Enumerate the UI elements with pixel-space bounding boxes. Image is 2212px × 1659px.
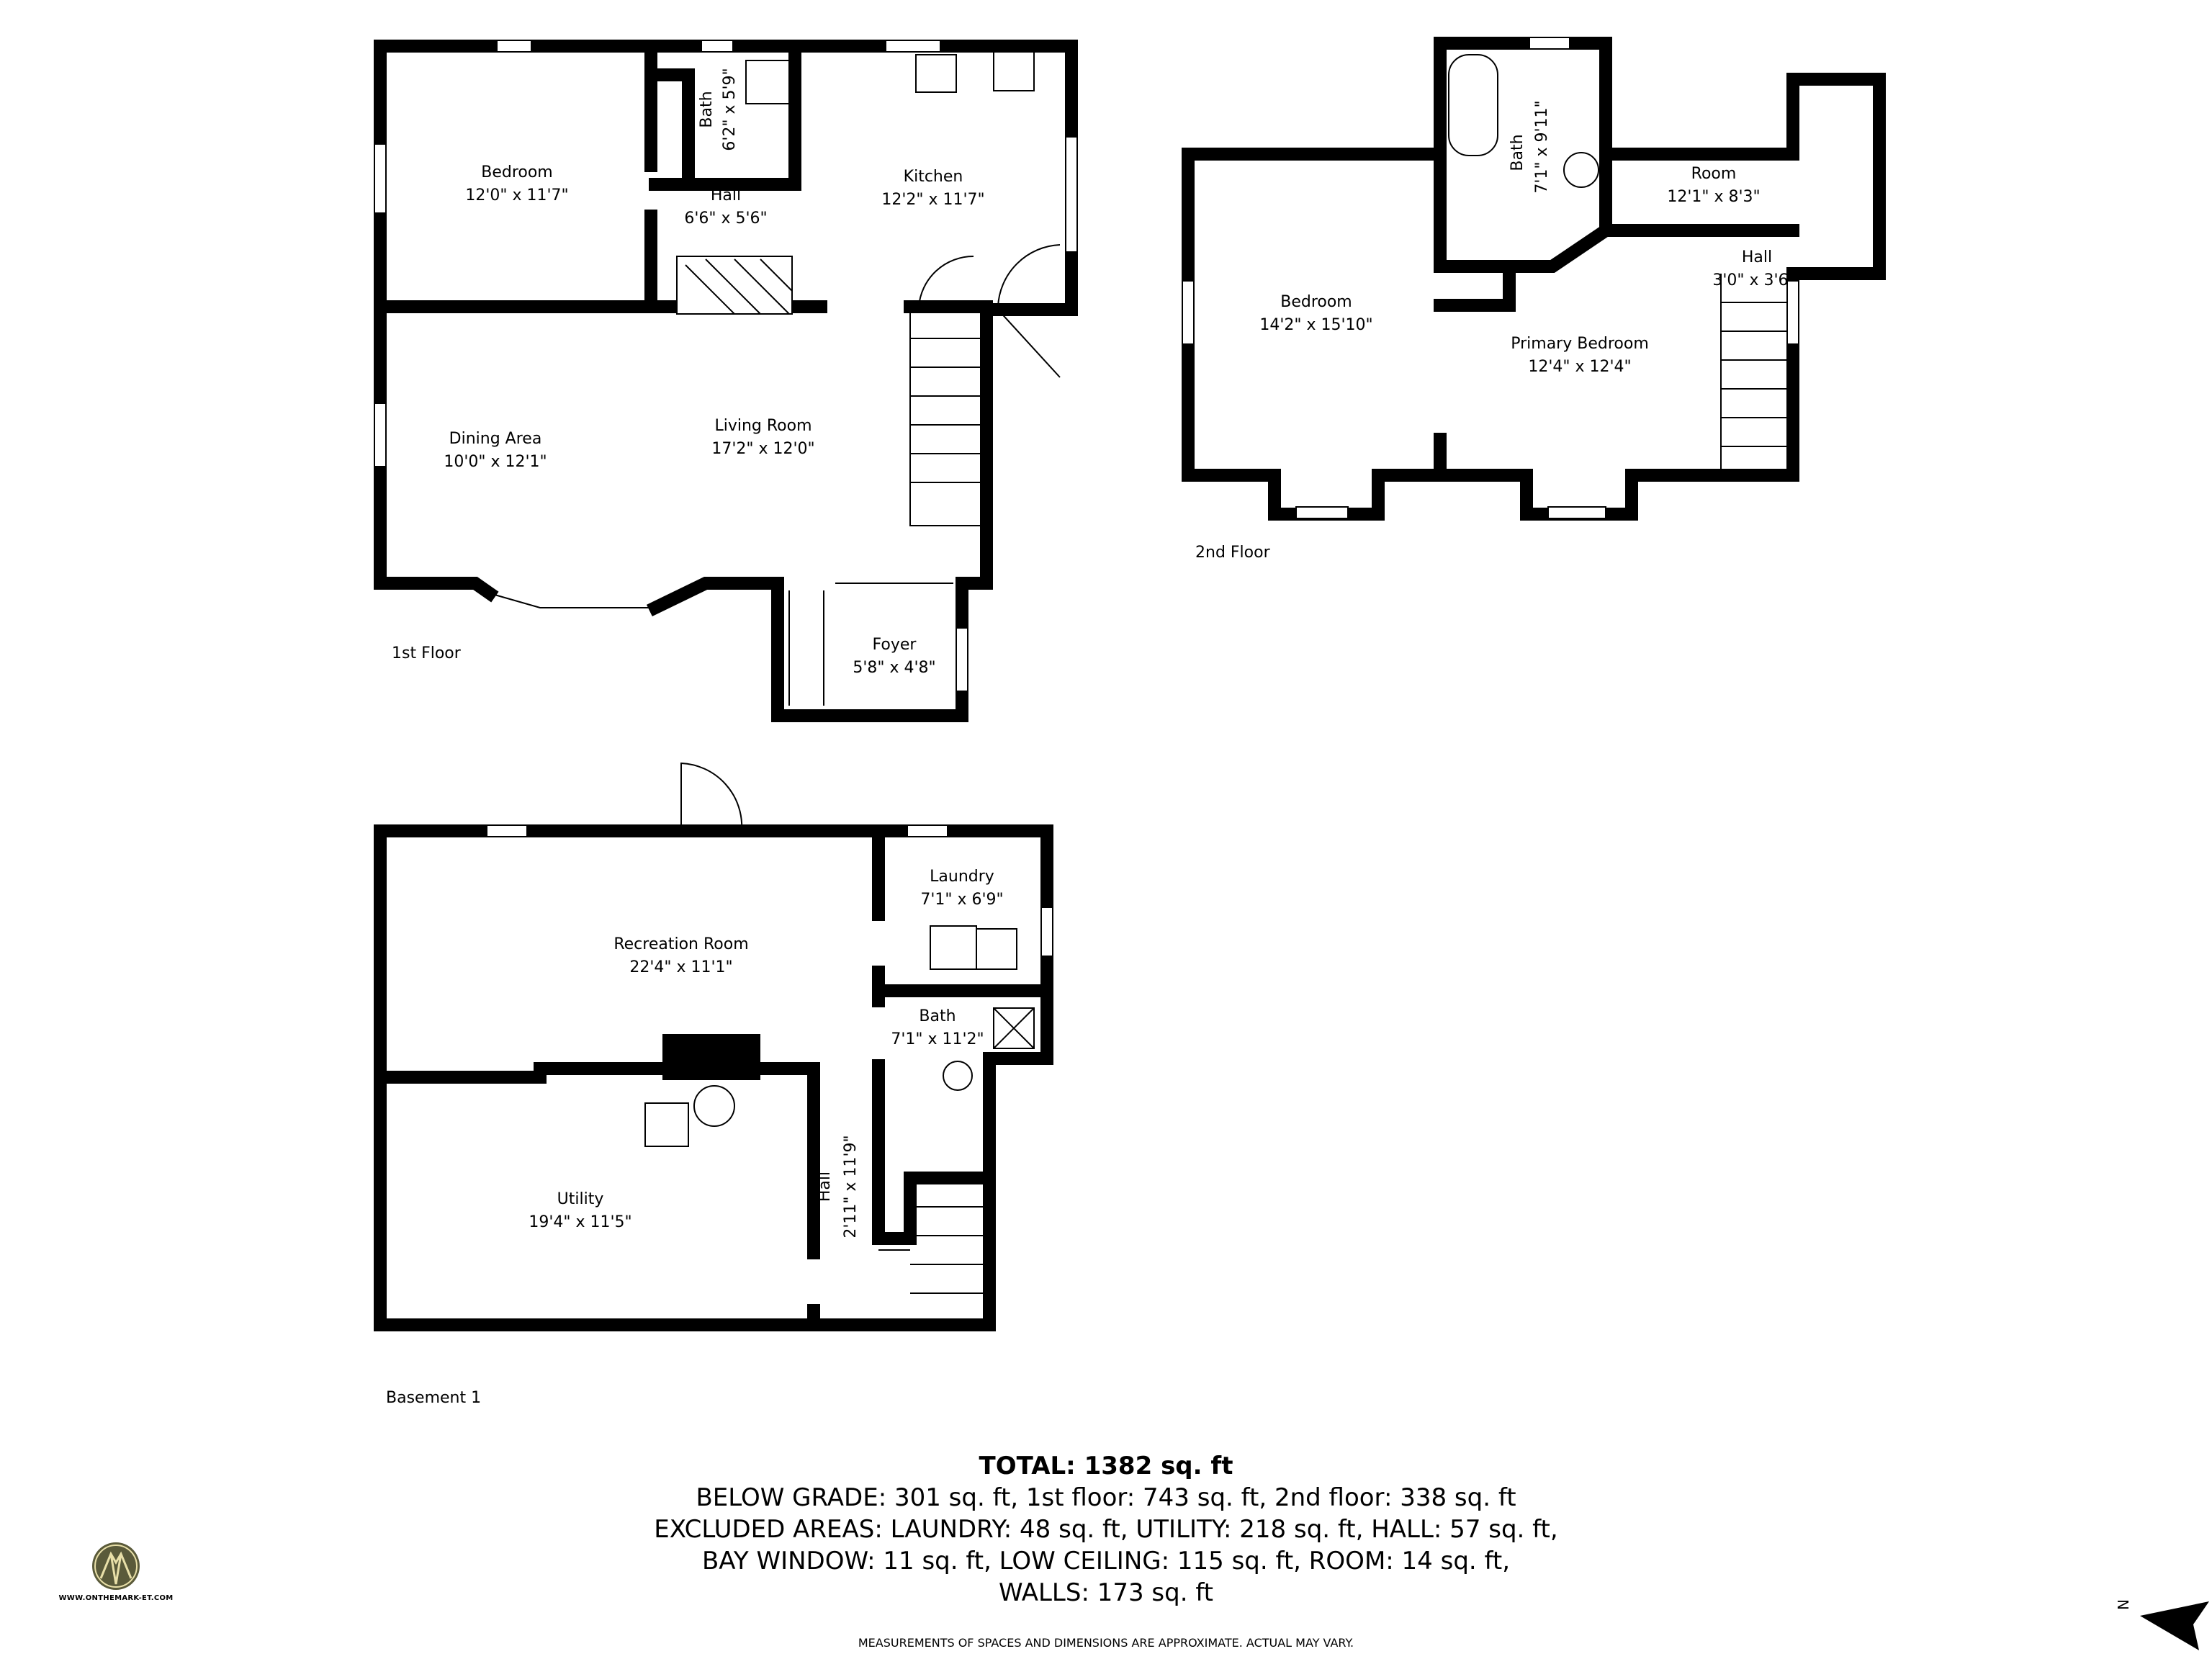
logo-icon [92,1542,140,1590]
room-name: Laundry [930,868,994,886]
room-dims: 6'2" x 5'9" [721,68,739,150]
room-name: Primary Bedroom [1511,335,1649,353]
room-dims: 5'8" x 4'8" [853,659,935,677]
summary-line: BELOW GRADE: 301 sq. ft, 1st floor: 743 … [696,1483,1516,1512]
room-name: Utility [557,1190,604,1208]
room-dims: 17'2" x 12'0" [711,440,814,458]
room-dims: 7'1" x 11'2" [891,1030,984,1048]
room-name: Foyer [873,636,917,654]
logo-url: WWW.ONTHEMARK-ET.COM [58,1594,174,1602]
north-label: N [2115,1599,2132,1610]
room-dims: 7'1" x 9'11" [1533,100,1551,193]
company-logo: WWW.ONTHEMARK-ET.COM [55,1541,177,1602]
room-name: Bath [1509,134,1527,171]
room-name: Bedroom [481,163,553,181]
room-dims: 14'2" x 15'10" [1259,316,1372,334]
total-area: TOTAL: 1382 sq. ft [979,1452,1233,1480]
room-name: Hall [711,186,741,204]
room-name: Bath [698,91,716,127]
room-dims: 19'4" x 11'5" [529,1213,631,1231]
room-dims: 12'1" x 8'3" [1667,188,1760,206]
room-name: Room [1691,165,1737,183]
room-name: Bedroom [1280,293,1352,311]
room-name: Recreation Room [613,935,748,953]
room-dims: 12'0" x 11'7" [465,186,568,204]
room-dims: 12'2" x 11'7" [881,191,984,209]
summary-line: WALLS: 173 sq. ft [998,1578,1214,1607]
room-dims: 22'4" x 11'1" [629,958,732,976]
room-dims: 2'11" x 11'9" [842,1135,860,1238]
floor-label: 1st Floor [392,644,462,662]
area-summary: TOTAL: 1382 sq. ft BELOW GRADE: 301 sq. … [0,1450,2212,1609]
north-arrow-icon: N [2115,1599,2209,1650]
room-dims: 6'6" x 5'6" [684,210,767,228]
room-name: Dining Area [449,430,542,448]
first-floor-plan: Bedroom 12'0" x 11'7" Bath 6'2" x 5'9" H… [374,40,1078,722]
room-name: Hall [1742,248,1772,266]
room-name: Hall [816,1172,834,1202]
room-dims: 12'4" x 12'4" [1528,358,1631,376]
room-dims: 3'0" x 3'6" [1712,271,1795,289]
disclaimer: MEASUREMENTS OF SPACES AND DIMENSIONS AR… [858,1636,1354,1650]
second-floor-plan: Bath 7'1" x 9'11" Room 12'1" x 8'3" Hall… [1182,37,1886,562]
room-name: Living Room [714,417,811,435]
basement-plan: Laundry 7'1" x 6'9" Recreation Room 22'4… [374,762,1053,1407]
room-dims: 7'1" x 6'9" [920,891,1003,909]
summary-line: EXCLUDED AREAS: LAUNDRY: 48 sq. ft, UTIL… [654,1515,1558,1544]
room-dims: 10'0" x 12'1" [444,453,547,471]
floor-label: 2nd Floor [1195,544,1271,562]
floor-label: Basement 1 [386,1389,481,1407]
room-name: Kitchen [904,168,963,186]
room-name: Bath [919,1007,956,1025]
summary-line: BAY WINDOW: 11 sq. ft, LOW CEILING: 115 … [701,1547,1511,1575]
